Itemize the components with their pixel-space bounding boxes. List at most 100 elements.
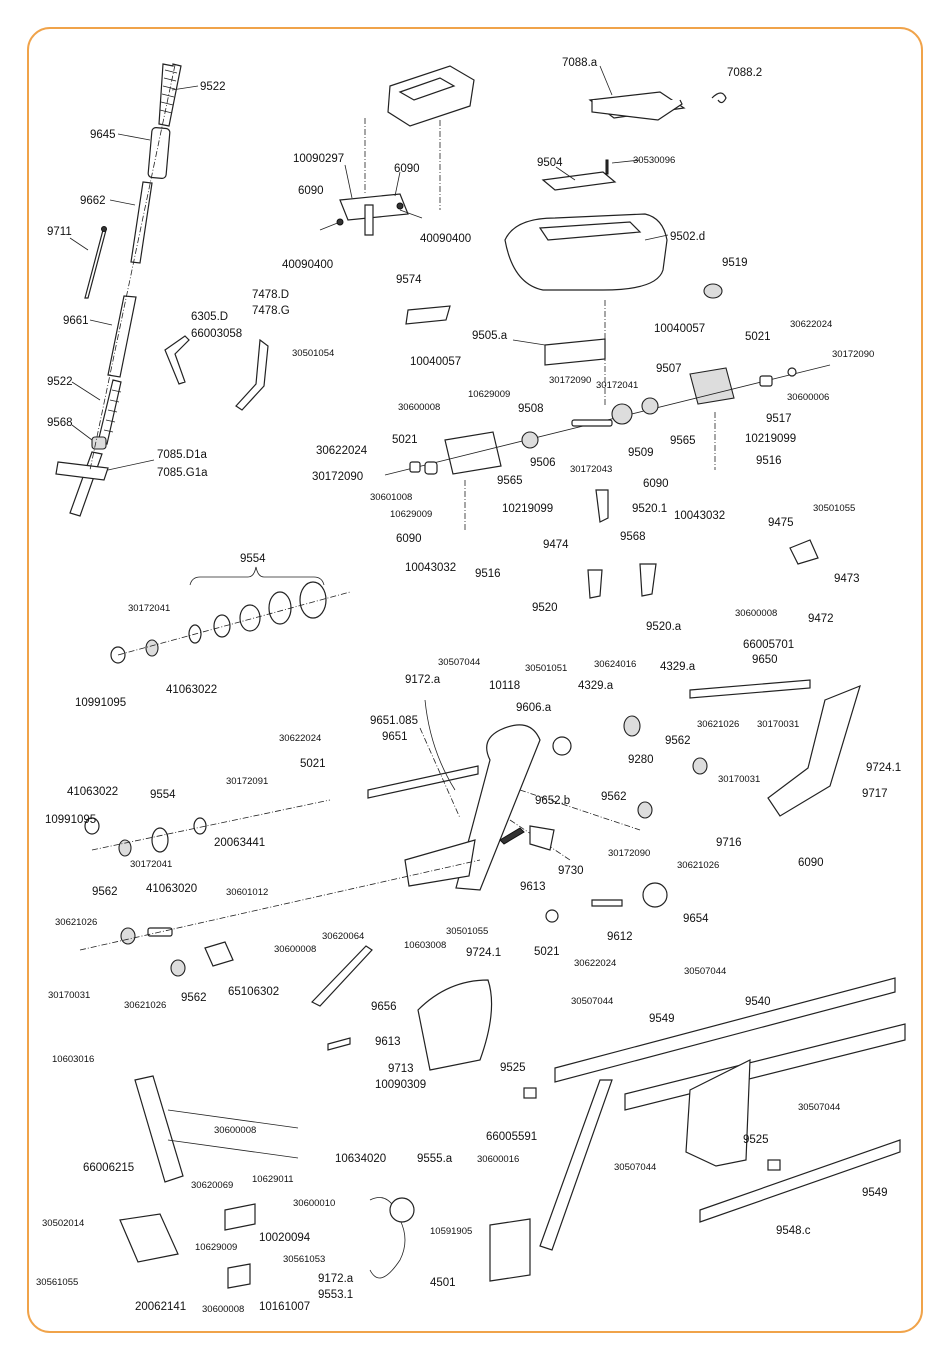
label-30172041: 30172041 <box>128 603 170 614</box>
label-30561053: 30561053 <box>283 1254 325 1265</box>
label-6090: 6090 <box>396 533 422 545</box>
label-10020094: 10020094 <box>259 1232 311 1244</box>
label-9505-a: 9505.a <box>472 330 508 342</box>
label-30621026: 30621026 <box>55 917 97 928</box>
sprocket-set-9554 <box>110 566 351 664</box>
label-9650: 9650 <box>752 654 778 666</box>
label-6090: 6090 <box>643 478 669 490</box>
label-9555-a: 9555.a <box>417 1153 453 1165</box>
label-10090297: 10090297 <box>293 153 344 165</box>
label-7088-2: 7088.2 <box>727 67 762 79</box>
label-10603016: 10603016 <box>52 1054 94 1065</box>
label-9522: 9522 <box>200 81 226 93</box>
label-30501054: 30501054 <box>292 348 334 359</box>
label-30170031: 30170031 <box>48 990 90 1001</box>
label-9549: 9549 <box>862 1187 888 1199</box>
label-30622024: 30622024 <box>790 319 832 330</box>
label-30600016: 30600016 <box>477 1154 519 1165</box>
label-9509: 9509 <box>628 447 654 459</box>
label-6090: 6090 <box>798 857 824 869</box>
label-9730: 9730 <box>558 865 584 877</box>
label-66006215: 66006215 <box>83 1162 134 1174</box>
label-7478-g: 7478.G <box>252 305 290 317</box>
label-9562: 9562 <box>665 735 691 747</box>
label-9562: 9562 <box>92 886 118 898</box>
label-9711: 9711 <box>47 226 72 238</box>
label-9651-085: 9651.085 <box>370 715 418 727</box>
label-30507044: 30507044 <box>798 1102 840 1113</box>
label-9717: 9717 <box>862 788 888 800</box>
label-9474: 9474 <box>543 539 569 551</box>
seed-box-bracket <box>319 65 475 236</box>
label-10043032: 10043032 <box>674 510 725 522</box>
label-30172090: 30172090 <box>608 848 650 859</box>
label-30622024: 30622024 <box>574 958 616 969</box>
label-9506: 9506 <box>530 457 556 469</box>
label-10991095: 10991095 <box>45 814 96 826</box>
small-brackets <box>164 335 269 411</box>
label-30600008: 30600008 <box>398 402 440 413</box>
label-30501055: 30501055 <box>446 926 488 937</box>
metering-drive <box>384 364 831 599</box>
label-30600008: 30600008 <box>735 608 777 619</box>
label-30620064: 30620064 <box>322 931 364 942</box>
part-labels: 9522 9645 9662 9711 9661 9522 9568 7085.… <box>36 57 901 1315</box>
label-9172-a: 9172.a <box>405 674 441 686</box>
label-9280: 9280 <box>628 754 654 766</box>
chain-guard <box>327 979 493 1071</box>
label-9565: 9565 <box>670 435 696 447</box>
label-10219099: 10219099 <box>745 433 796 445</box>
label-9724-1: 9724.1 <box>866 762 901 774</box>
label-9519: 9519 <box>722 257 748 269</box>
label-7478-d: 7478.D <box>252 289 289 301</box>
label-30621026: 30621026 <box>677 860 719 871</box>
label-30172090: 30172090 <box>549 375 591 386</box>
label-30600008: 30600008 <box>274 944 316 955</box>
label-9606-a: 9606.a <box>516 702 552 714</box>
page-frame <box>27 27 923 1333</box>
label-30172041: 30172041 <box>596 380 638 391</box>
label-10219099: 10219099 <box>502 503 553 515</box>
label-9516: 9516 <box>756 455 782 467</box>
label-20063441: 20063441 <box>214 837 265 849</box>
label-30600008: 30600008 <box>202 1304 244 1315</box>
label-6305-d: 6305.D <box>191 311 228 323</box>
label-9562: 9562 <box>181 992 207 1004</box>
label-10603008: 10603008 <box>404 940 446 951</box>
label-9540: 9540 <box>745 996 771 1008</box>
label-66003058: 66003058 <box>191 328 242 340</box>
label-30600008: 30600008 <box>214 1125 256 1136</box>
label-9475: 9475 <box>768 517 794 529</box>
label-9568: 9568 <box>47 417 73 429</box>
label-9574: 9574 <box>396 274 422 286</box>
label-9612: 9612 <box>607 931 633 943</box>
label-30600010: 30600010 <box>293 1198 335 1209</box>
label-10629009: 10629009 <box>195 1242 237 1253</box>
label-9516: 9516 <box>475 568 501 580</box>
label-30507044: 30507044 <box>571 996 613 1007</box>
label-9652-b: 9652.b <box>535 795 570 807</box>
label-9661: 9661 <box>63 315 89 327</box>
label-9651: 9651 <box>382 731 408 743</box>
label-30507044: 30507044 <box>684 966 726 977</box>
label-9172-a: 9172.a <box>318 1273 354 1285</box>
label-30172043: 30172043 <box>570 464 612 475</box>
label-9716: 9716 <box>716 837 742 849</box>
label-6090: 6090 <box>298 185 324 197</box>
label-41063020: 41063020 <box>146 883 197 895</box>
label-66005701: 66005701 <box>743 639 794 651</box>
marker-brackets <box>119 1075 415 1289</box>
label-9549: 9549 <box>649 1013 675 1025</box>
label-9508: 9508 <box>518 403 544 415</box>
label-9473: 9473 <box>834 573 860 585</box>
label-20062141: 20062141 <box>135 1301 186 1313</box>
label-9654: 9654 <box>683 913 709 925</box>
label-9502-d: 9502.d <box>670 231 705 243</box>
label-5021: 5021 <box>745 331 771 343</box>
label-10118: 10118 <box>489 680 520 692</box>
leader-lines <box>69 65 669 471</box>
label-30507044: 30507044 <box>438 657 480 668</box>
label-30502014: 30502014 <box>42 1218 84 1229</box>
label-9525: 9525 <box>743 1134 769 1146</box>
label-9554: 9554 <box>240 553 266 565</box>
